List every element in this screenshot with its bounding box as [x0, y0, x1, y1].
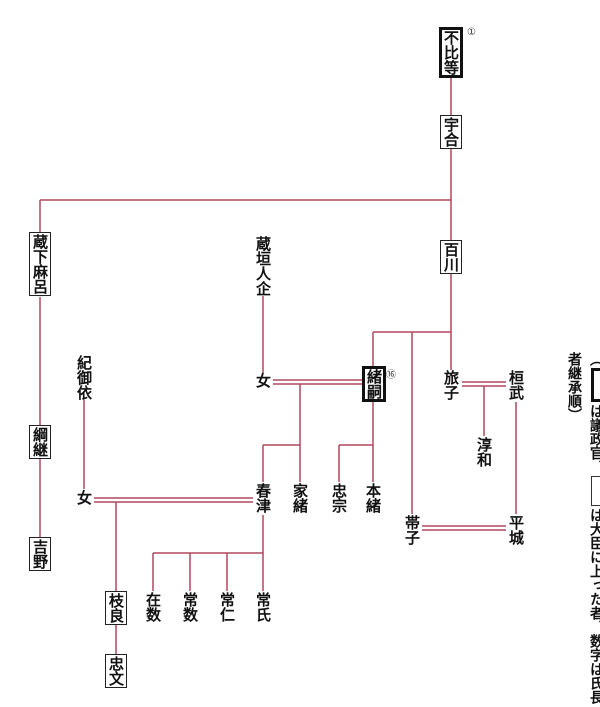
node-kino-mie: 紀御依 [74, 355, 94, 400]
legend-text-daijin: は大臣に上った者、数字は氏長者継承順 [566, 352, 600, 704]
node-harutsu: 春津 [253, 483, 273, 513]
node-momokawa: 百川 [440, 240, 462, 274]
node-ieo: 家緒 [290, 483, 310, 513]
node-onna-1: 女 [253, 373, 273, 388]
node-heizei: 平城 [506, 515, 526, 545]
node-kurajimaro: 蔵下麻呂 [29, 232, 51, 296]
node-obiko: 帯子 [402, 515, 422, 545]
node-tsunehito: 常仁 [217, 592, 237, 622]
legend-open-paren: （ [588, 352, 600, 366]
rank-fuhito: ① [467, 27, 476, 38]
node-kurakaki: 蔵垣人企 [253, 236, 273, 296]
node-arikazu: 在数 [143, 592, 163, 622]
legend-text-giseikan: は議政官、 [588, 404, 600, 474]
node-edayoshi: 枝良 [105, 591, 127, 625]
node-fuhito: 不比等 [439, 27, 463, 78]
legend-thin-box-icon [591, 476, 600, 506]
legend: （ は議政官、は大臣に上った者、数字は氏長者継承順） [563, 352, 600, 707]
node-tadamune: 忠宗 [329, 483, 349, 513]
node-tabiko: 旅子 [441, 370, 461, 400]
node-tsunatsugu: 綱継 [29, 425, 51, 459]
node-onna-2: 女 [74, 490, 94, 505]
rank-otsugu: ⑯ [386, 370, 396, 381]
node-umakai: 宇合 [440, 115, 462, 149]
node-tsunekazu: 常数 [180, 592, 200, 622]
node-kanmu: 桓武 [506, 370, 526, 400]
legend-close-paren: ） [566, 408, 582, 422]
node-junna: 淳和 [474, 437, 494, 467]
node-tadafumi: 忠文 [105, 654, 127, 688]
node-otsugu: 緒嗣 [362, 366, 386, 402]
node-yoshino: 吉野 [29, 537, 51, 571]
node-motoo: 本緒 [363, 483, 383, 513]
node-tsuneuji: 常氏 [253, 592, 273, 622]
legend-thick-box-icon [591, 368, 600, 402]
